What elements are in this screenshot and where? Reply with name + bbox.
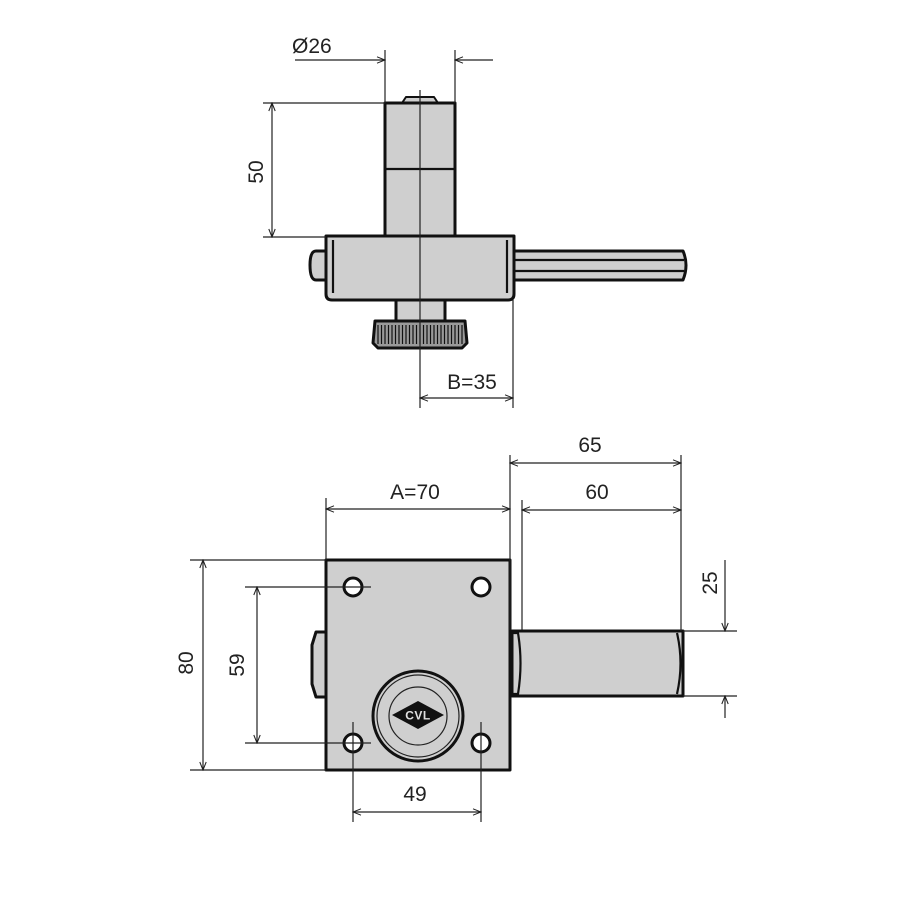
left-stub — [310, 630, 328, 699]
mounting-hole — [470, 576, 492, 598]
bolt-throw-inner-label: 60 — [585, 481, 608, 504]
backset-label: B=35 — [447, 371, 497, 394]
knurl-lines — [377, 325, 463, 344]
bolt-height-label: 25 — [699, 571, 722, 594]
bolt — [510, 629, 685, 698]
logo-diamond — [392, 701, 444, 729]
cvl-logo-icon: CVL — [392, 701, 444, 729]
cylinder-ring — [388, 686, 448, 746]
diameter-label: Ø26 — [292, 35, 332, 58]
bolt-flange — [512, 631, 522, 696]
left-stub — [308, 249, 328, 282]
bolt-end — [675, 632, 682, 695]
hole-vertical-spacing-label: 59 — [226, 653, 249, 676]
front-view: CVL A=70 65 60 25 80 59 49 — [175, 434, 737, 822]
cylinder-length-label: 50 — [245, 160, 268, 183]
bolt-throw-outer-label: 65 — [578, 434, 601, 457]
bolt-rod — [512, 249, 688, 282]
cylinder-ring — [376, 674, 460, 758]
width-label: A=70 — [390, 481, 440, 504]
cylinder-logo-text: CVL — [405, 709, 431, 723]
height-label: 80 — [175, 651, 198, 674]
hole-horizontal-spacing-label: 49 — [403, 783, 426, 806]
top-view: Ø26 50 B=35 — [245, 35, 688, 408]
